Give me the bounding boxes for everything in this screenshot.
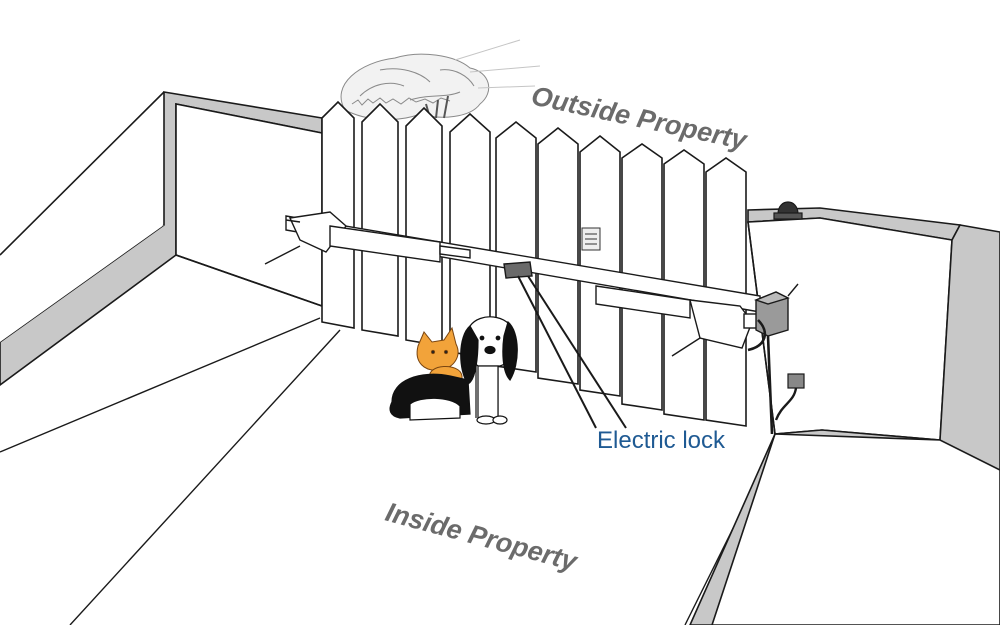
dog-icon: [389, 316, 518, 425]
electric-lock-label: Electric lock: [597, 427, 726, 454]
left-actuator-arm: [264, 211, 471, 265]
electric-lock-device: [503, 261, 533, 279]
beacon-lamp-icon: [773, 201, 803, 220]
left-wall: [0, 91, 323, 386]
right-wall: [689, 207, 1000, 625]
right-actuator-arm: [595, 285, 759, 357]
warning-sign: [581, 227, 601, 251]
control-box-icon: [747, 283, 799, 435]
lock-leader-lines: [517, 275, 627, 429]
inside-property-label: Inside Property: [382, 497, 582, 577]
power-outlet-icon: [774, 373, 805, 421]
tree-icon: [340, 39, 541, 121]
